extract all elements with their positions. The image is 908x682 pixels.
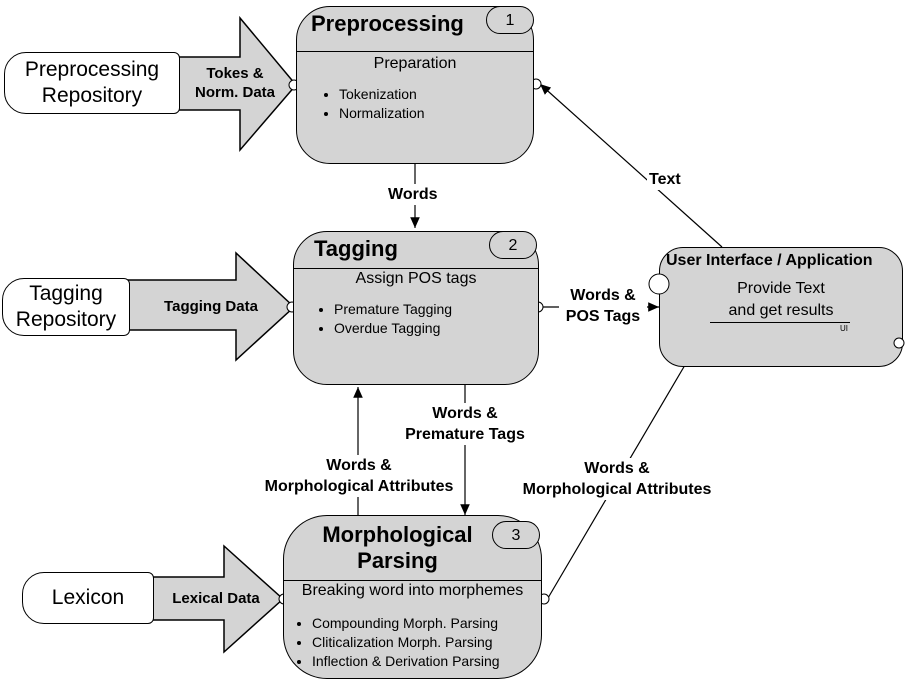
process-items: Compounding Morph. Parsing Cliticalizati… bbox=[288, 614, 500, 671]
repo-label-line1: Preprocessing bbox=[24, 58, 160, 81]
arrow-label-line2: Norm. Data bbox=[194, 84, 276, 101]
flow-label-premature-tags: Words & Premature Tags bbox=[398, 403, 532, 445]
flow-label-text: Text bbox=[647, 169, 683, 190]
process-item: Premature Tagging bbox=[334, 300, 452, 319]
process-item: Overdue Tagging bbox=[334, 319, 452, 338]
process-item: Tokenization bbox=[339, 85, 425, 104]
arrow-label-lexicon: Lexical Data bbox=[156, 589, 276, 608]
arrow-label-line1: Lexical Data bbox=[172, 590, 260, 607]
arrow-label-preprocessing: Tokes & Norm. Data bbox=[180, 64, 290, 102]
flow-label-morph-attributes-left: Words & Morphological Attributes bbox=[254, 455, 464, 497]
process-number-badge: 2 bbox=[489, 231, 537, 259]
flow-label-line2: Morphological Attributes bbox=[522, 481, 712, 498]
process-item: Cliticalization Morph. Parsing bbox=[312, 633, 500, 652]
block-arrow-tagging bbox=[127, 251, 296, 362]
ui-line1: Provide Text bbox=[737, 280, 825, 297]
flow-label-line2: POS Tags bbox=[565, 308, 641, 325]
flow-label-line1: Words & bbox=[584, 460, 650, 477]
flow-text-line bbox=[539, 83, 723, 248]
divider bbox=[284, 580, 541, 581]
process-title-line2: Parsing bbox=[357, 548, 438, 573]
repo-label-line2: Repository bbox=[15, 308, 117, 331]
block-arrow-preprocessing bbox=[177, 15, 297, 153]
process-subtitle: Assign POS tags bbox=[355, 270, 477, 287]
flow-label-words-pos-tags: Words & POS Tags bbox=[559, 285, 647, 327]
flow-label-line1: Words & bbox=[326, 457, 392, 474]
flow-label-line1: Words & bbox=[570, 287, 636, 304]
process-number-badge: 3 bbox=[492, 521, 540, 549]
arrow-label-line1: Tagging Data bbox=[164, 298, 258, 315]
flow-label-words: Words bbox=[386, 184, 440, 205]
lexicon-repository: Lexicon bbox=[22, 572, 154, 624]
process-title-line1: Morphological bbox=[322, 522, 473, 547]
divider bbox=[297, 51, 533, 52]
ui-line2: and get results bbox=[728, 302, 834, 319]
block-arrow-lexicon bbox=[151, 544, 285, 654]
process-title: Tagging bbox=[314, 236, 398, 261]
divider bbox=[294, 268, 538, 269]
repo-label-line1: Tagging bbox=[29, 282, 103, 305]
repo-label-line1: Lexicon bbox=[51, 586, 125, 609]
flow-label-line1: Words & bbox=[432, 405, 498, 422]
flow-label-morph-attributes-right: Words & Morphological Attributes bbox=[512, 458, 722, 500]
repo-label-line2: Repository bbox=[41, 84, 143, 107]
process-items: Premature Tagging Overdue Tagging bbox=[310, 300, 452, 338]
flow-label-line2: Morphological Attributes bbox=[264, 478, 454, 495]
process-number-badge: 1 bbox=[486, 6, 534, 34]
process-item: Compounding Morph. Parsing bbox=[312, 614, 500, 633]
ui-underline bbox=[710, 322, 850, 323]
user-interface-box: User Interface / Application Provide Tex… bbox=[659, 247, 903, 367]
process-subtitle: Preparation bbox=[373, 55, 457, 72]
ui-title: User Interface / Application bbox=[666, 252, 873, 269]
process-item: Normalization bbox=[339, 104, 425, 123]
process-item: Inflection & Derivation Parsing bbox=[312, 652, 500, 671]
process-subtitle: Breaking word into morphemes bbox=[301, 582, 524, 599]
arrow-label-line1: Tokes & bbox=[206, 65, 264, 82]
process-title: Preprocessing bbox=[311, 11, 464, 36]
flow-label-line2: Premature Tags bbox=[405, 426, 525, 443]
process-items: Tokenization Normalization bbox=[315, 85, 425, 123]
arrow-label-tagging: Tagging Data bbox=[136, 297, 286, 316]
ui-tag: UI bbox=[840, 324, 848, 333]
